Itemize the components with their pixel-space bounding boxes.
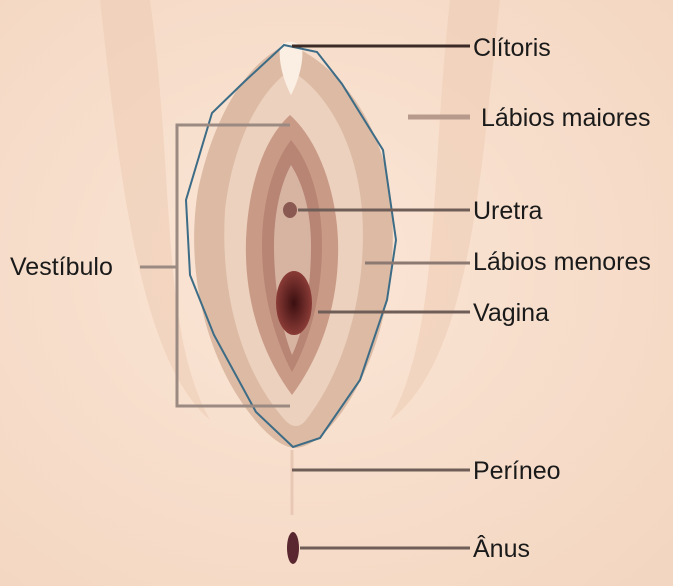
label-vagina: Vagina — [473, 298, 549, 328]
label-perineum: Períneo — [473, 456, 561, 486]
label-clitoris: Clítoris — [473, 33, 551, 63]
label-labia-majora: Lábios maiores — [481, 103, 651, 133]
label-urethra: Uretra — [473, 196, 542, 226]
label-anus: Ânus — [473, 534, 530, 564]
urethra-opening — [283, 202, 297, 218]
label-labia-minora: Lábios menores — [473, 247, 651, 277]
vagina-opening — [276, 271, 312, 335]
label-vestibule: Vestíbulo — [10, 252, 113, 282]
anus-opening — [287, 532, 299, 564]
